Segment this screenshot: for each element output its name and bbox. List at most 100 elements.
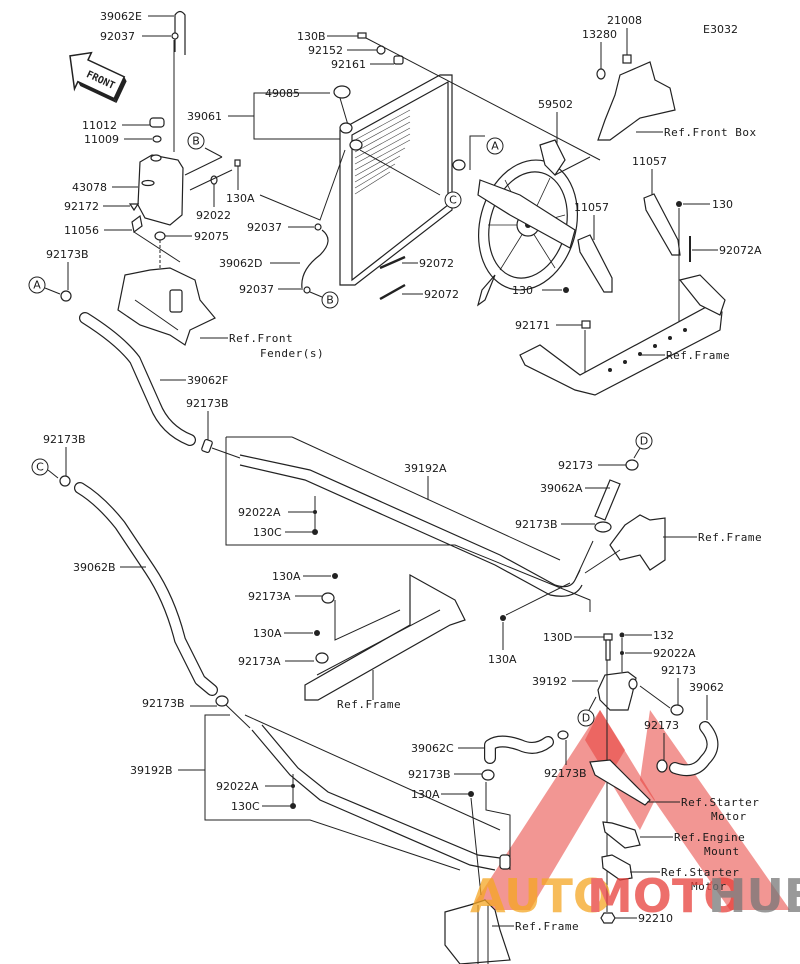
label-92173A-upper: 92173A [248, 590, 291, 603]
radiator-cap-49085 [333, 85, 351, 99]
clamp-92173-right1 [670, 704, 684, 716]
pipe-39192 [597, 671, 637, 711]
svg-text:B: B [326, 294, 334, 307]
label-130A-center: 130A [488, 653, 517, 666]
label-92072-b: 92072 [424, 288, 459, 301]
bolt-130A-tank [234, 159, 241, 167]
label-11009: 11009 [84, 133, 119, 146]
label-92173B-low: 92173B [408, 768, 451, 781]
label-92210: 92210 [638, 912, 673, 925]
ref-engine-mount-line2: Mount [704, 845, 740, 858]
svg-text:A: A [33, 279, 41, 292]
label-11012: 11012 [82, 119, 117, 132]
washer-11009 [152, 135, 162, 143]
hose-39062A-group: D 92173 39062A 92173B Ref.Frame 130A [488, 432, 762, 666]
label-39062C: 39062C [411, 742, 454, 755]
label-130A-bottom: 130A [411, 788, 440, 801]
label-43078: 43078 [72, 181, 107, 194]
connector-A-radiator [486, 137, 504, 155]
ref-frame-middle: Ref.Frame [337, 698, 401, 711]
middle-frame-group: 130A 92173A 130A 92173A Ref.Frame [238, 570, 466, 711]
connector-D-lower [577, 709, 595, 727]
label-130C-upper: 130C [253, 526, 282, 539]
label-39062F: 39062F [187, 374, 228, 387]
diagram-code: E3032 [703, 23, 738, 36]
front-direction-arrow: FRONT [69, 51, 127, 103]
bolt-130C-lower [290, 803, 296, 809]
label-92173A-lower: 92173A [238, 655, 281, 668]
screw-92172 [128, 203, 140, 212]
ref-starter-motor-2-line1: Ref.Starter [661, 866, 739, 879]
label-11057-right: 11057 [632, 155, 667, 168]
clamp-92173B-C [59, 475, 71, 487]
label-92173B-A: 92173B [46, 248, 89, 261]
fan-bracket-frame-group: 11057 11057 130 92072A 130 92171 Ref.Fra… [512, 155, 762, 396]
bolt-130A-upper [332, 573, 338, 579]
frame-crossmember-upper [519, 304, 723, 396]
clamp-92173B-right [594, 521, 612, 533]
label-92152: 92152 [308, 44, 343, 57]
pipe-39192B [251, 729, 496, 871]
label-39192: 39192 [532, 675, 567, 688]
label-92173B-right: 92173B [515, 518, 558, 531]
watermark-hub: HUB [708, 869, 800, 923]
label-92037-mid: 92037 [247, 221, 282, 234]
bolt-132 [619, 632, 625, 638]
label-92173B-mid: 92173B [186, 397, 229, 410]
pipe-39192B-group: 92173B 39192B 92022A 130C [130, 695, 511, 871]
ref-frame-top: Ref.Frame [666, 349, 730, 362]
label-130A-lower: 130A [253, 627, 282, 640]
ref-starter-motor-2-line2: Motor [691, 880, 727, 893]
bolt-130A-lower [314, 630, 320, 636]
connector-D-upper [635, 432, 653, 450]
bolt-130A-bottom [468, 791, 474, 797]
svg-text:D: D [582, 712, 590, 725]
label-92173B-C: 92173B [43, 433, 86, 446]
clip-21008 [622, 54, 632, 64]
pipe-39192A-group: 39192A 92022A 130C [225, 436, 591, 612]
front-fender-ref-group: Ref.Front Fender(s) [117, 267, 324, 360]
front-fender-shape [117, 267, 216, 346]
label-92072-a: 92072 [419, 257, 454, 270]
bracket-11057-left [577, 234, 613, 293]
label-92072A: 92072A [719, 244, 762, 257]
clamp-92173A-upper [321, 592, 335, 604]
label-92173B-lowleft: 92173B [142, 697, 185, 710]
nut-92210 [600, 912, 616, 924]
label-11057-left: 11057 [574, 201, 609, 214]
label-59502: 59502 [538, 98, 573, 111]
ref-frame-right: Ref.Frame [698, 531, 762, 544]
label-92075: 92075 [194, 230, 229, 243]
tie-92072-a [379, 255, 406, 270]
ref-frame-bottom: Ref.Frame [515, 920, 579, 933]
label-39062A: 39062A [540, 482, 583, 495]
ref-front-box: Ref.Front Box [664, 126, 757, 139]
left-hose-group: A 92173B 39062F 92173B C 92173B 39062B [28, 248, 241, 696]
clamp-92173B-lowleft [215, 695, 229, 707]
clamp-92173B-low [481, 769, 495, 781]
pipe-39192-group: 130D 132 92022A 39192 D 92173 39062 9217… [532, 629, 724, 912]
clamp-92173A-lower [315, 652, 329, 664]
label-39061: 39061 [187, 110, 222, 123]
bracket-11057-right [643, 193, 681, 256]
bolt-130C-upper [312, 529, 318, 535]
connector-C-hose [31, 458, 49, 476]
connector-B-tank [187, 132, 205, 150]
hose-39062C-group: 39062C 92173B 92173B 130A [408, 730, 587, 896]
label-92173-right2: 92173 [644, 719, 679, 732]
label-13280: 13280 [582, 28, 617, 41]
svg-text:C: C [36, 461, 44, 474]
pipe-39192A [239, 454, 556, 586]
frame-crossmember-middle [304, 573, 466, 701]
label-92173-right1: 92173 [661, 664, 696, 677]
label-132: 132 [653, 629, 674, 642]
label-130A-upper: 130A [272, 570, 301, 583]
fan-assembly-group: 59502 [476, 98, 591, 307]
label-130C-lower: 130C [231, 800, 260, 813]
svg-text:C: C [449, 194, 457, 207]
grommet-13280 [596, 68, 606, 80]
clamp-92173B-mid [201, 438, 213, 454]
cap-11012 [149, 117, 165, 128]
bracket-11056 [131, 214, 143, 234]
clip-92037-low [303, 286, 311, 294]
